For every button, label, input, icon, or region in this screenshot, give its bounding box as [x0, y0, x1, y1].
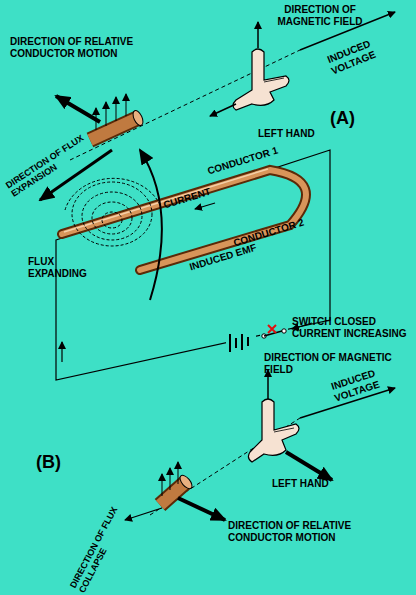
conductor-loop-part — [62, 170, 306, 270]
conductor-a-part — [56, 96, 100, 122]
circuit-plane-part — [56, 150, 330, 380]
flux-lines-part — [65, 178, 160, 210]
conductor-b-part — [162, 474, 163, 496]
label-text: DIRECTION OF MAGNETIC FIELD — [272, 4, 368, 27]
conductor-loop — [62, 169, 306, 270]
battery-switch-part — [241, 334, 243, 350]
flux-lines-part — [102, 212, 122, 228]
battery-switch-part — [260, 325, 288, 339]
conductor-b-part — [178, 462, 179, 484]
conductor-b-part — [178, 473, 194, 490]
label-text: DIRECTION OF FLUX EXPANSION — [4, 121, 109, 199]
left-hand-b-part — [248, 399, 299, 462]
battery-switch — [226, 325, 288, 352]
left-hand-a-part — [264, 78, 284, 82]
flux-lines — [65, 178, 160, 246]
label-text: INDUCED VOLTAGE — [322, 365, 388, 406]
left-hand-a-part — [233, 49, 289, 110]
conductor-loop-part — [62, 170, 306, 270]
flux-lines-part — [82, 192, 142, 240]
curved-arrow-part — [140, 150, 162, 300]
battery-switch-part — [282, 329, 286, 333]
battery-switch-part — [268, 325, 276, 333]
conductor-loop-part — [64, 169, 268, 232]
left-hand-a — [210, 22, 289, 116]
conductor-b — [125, 388, 395, 520]
battery-switch-part — [247, 337, 249, 346]
circuit-plane — [56, 150, 330, 380]
label-text: DIRECTION OF MAGNETIC FIELD — [264, 352, 416, 375]
left-hand-b-part — [274, 428, 294, 432]
circuit-plane-part — [61, 342, 62, 362]
curved-arrow — [140, 150, 162, 300]
battery-switch-part — [229, 334, 231, 352]
label-text: INDUCED VOLTAGE — [318, 35, 384, 80]
left-hand-a-part — [257, 22, 259, 48]
battery-switch-part — [264, 331, 282, 336]
label-text: DIRECTION OF FLUX COLLAPSE — [68, 500, 131, 594]
label-text: CONDUCTOR 1 — [206, 143, 286, 177]
label-text: CURRENT — [162, 182, 223, 211]
conductor-a-part — [70, 50, 300, 160]
label-text: (B) — [36, 452, 76, 473]
conductor-a-part — [131, 109, 145, 127]
label-text: (A) — [330, 108, 370, 129]
conductor-a-part — [116, 97, 117, 121]
label-text: DIRECTION OF RELATIVE CONDUCTOR MOTION — [228, 520, 378, 543]
label-text: FLUX EXPANDING — [28, 256, 98, 279]
flux-lines-part — [92, 202, 132, 234]
label-text: LEFT HAND — [272, 478, 352, 490]
battery-switch-part — [235, 338, 237, 348]
left-hand-a-part — [210, 104, 236, 116]
conductor-a-part — [106, 102, 107, 126]
left-hand-b — [248, 370, 332, 480]
label-text: SWITCH CLOSED CURRENT INCREASING — [292, 316, 412, 339]
conductor-b-part — [178, 498, 225, 520]
left-hand-b-part — [286, 452, 332, 480]
flux-lines-part — [72, 182, 152, 246]
conductor-a-part — [126, 94, 127, 116]
label-text: INDUCED EMF — [188, 239, 268, 273]
conductor-loop-part — [195, 203, 215, 209]
label-text: LEFT HAND — [258, 128, 338, 140]
conductor-b-part — [170, 468, 171, 490]
label-text: DIRECTION OF RELATIVE CONDUCTOR MOTION — [10, 36, 150, 59]
conductor-b-part — [125, 508, 162, 520]
